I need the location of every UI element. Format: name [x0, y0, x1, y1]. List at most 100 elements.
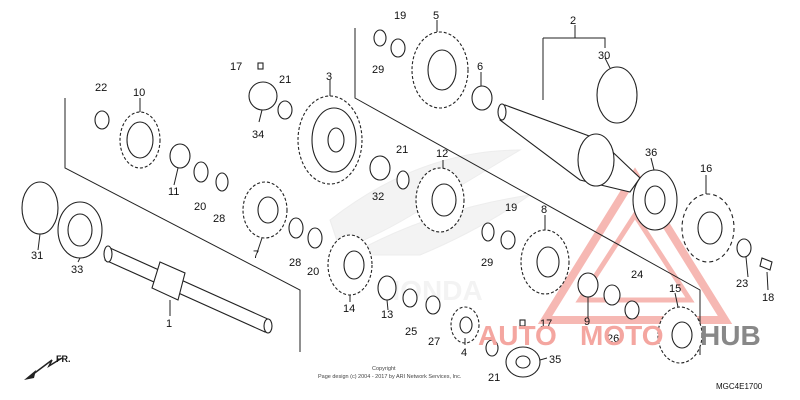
- gear-7: [242, 181, 288, 239]
- bushing-32: [369, 155, 391, 181]
- countershaft-part-1: [103, 245, 273, 334]
- callout-34: 34: [252, 129, 264, 141]
- callout-36: 36: [645, 147, 657, 159]
- leader-lines: [37, 20, 769, 361]
- watermark-word-1: AUTO: [478, 320, 557, 351]
- part-2-bracket: [542, 37, 606, 100]
- callout-20a: 20: [194, 201, 206, 213]
- bearing-33: [57, 201, 103, 259]
- gear-16: [681, 193, 735, 263]
- gear-15: [657, 306, 703, 364]
- callout-26: 26: [607, 333, 619, 345]
- washer-22: [94, 110, 110, 130]
- snap-ring-31: [21, 181, 59, 235]
- callout-23: 23: [736, 278, 748, 290]
- callout-6: 6: [477, 61, 483, 73]
- clip-29a: [373, 29, 387, 47]
- callout-21c: 21: [488, 372, 500, 384]
- callout-15: 15: [669, 283, 681, 295]
- washer-20b: [307, 227, 323, 249]
- callout-1: 1: [166, 318, 172, 330]
- gear-10: [119, 111, 161, 169]
- washer-20a: [193, 161, 209, 183]
- callout-19b: 19: [505, 202, 517, 214]
- clip-29b: [481, 222, 495, 242]
- gear-8: [520, 229, 570, 295]
- callout-28a: 28: [213, 213, 225, 225]
- washer-19a: [390, 38, 406, 58]
- callout-17b: 17: [540, 318, 552, 330]
- washer-25: [402, 288, 418, 308]
- callout-27: 27: [428, 336, 440, 348]
- callout-20b: 20: [307, 266, 319, 278]
- watermark-word-3: HUB: [700, 320, 761, 351]
- callout-31: 31: [31, 250, 43, 262]
- bushing-9: [577, 272, 599, 298]
- gear-12: [415, 167, 465, 233]
- callout-24: 24: [631, 269, 643, 281]
- washer-19b: [500, 230, 516, 250]
- countershaft-bracket: [64, 98, 301, 352]
- callout-2: 2: [570, 15, 576, 27]
- callout-25: 25: [405, 326, 417, 338]
- front-label: FR.: [56, 354, 71, 364]
- bushing-34: [248, 81, 278, 111]
- callout-22: 22: [95, 82, 107, 94]
- callout-5: 5: [433, 10, 439, 22]
- washer-24: [603, 284, 621, 306]
- bushing-11: [169, 143, 191, 169]
- bearing-35: [505, 346, 541, 378]
- callout-4: 4: [461, 347, 467, 359]
- bushing-6: [471, 85, 493, 111]
- callout-16: 16: [700, 163, 712, 175]
- clip-28a: [215, 172, 229, 192]
- pin-17a: [257, 62, 264, 70]
- gear-5: [411, 31, 469, 109]
- copyright-line-1: Copyright: [372, 366, 396, 372]
- callout-29a: 29: [372, 64, 384, 76]
- callout-33: 33: [71, 264, 83, 276]
- callout-10: 10: [133, 87, 145, 99]
- washer-21c: [485, 339, 499, 357]
- callout-35: 35: [549, 354, 561, 366]
- callout-11: 11: [168, 186, 179, 198]
- copyright-line-2: Page design (c) 2004 - 2017 by ARI Netwo…: [318, 374, 462, 380]
- pin-17b: [519, 319, 526, 327]
- callout-8: 8: [541, 204, 547, 216]
- callout-3: 3: [326, 71, 332, 83]
- watermark-triangle: [537, 167, 733, 324]
- callout-13: 13: [381, 309, 393, 321]
- callout-18: 18: [762, 292, 774, 304]
- gear-3: [297, 95, 363, 185]
- washer-23: [736, 238, 752, 258]
- callout-7: 7: [253, 249, 259, 261]
- callout-21b: 21: [396, 144, 408, 156]
- bolt-18: [759, 257, 773, 271]
- callout-labels: 1 2 3 4 5 6 7 8 9 10 11 12 13 14 15 16 1…: [31, 10, 774, 384]
- mainshaft-bracket: [354, 28, 701, 355]
- callout-19a: 19: [394, 10, 406, 22]
- callout-29b: 29: [481, 257, 493, 269]
- gear-14: [327, 234, 373, 296]
- snap-ring-30: [596, 66, 638, 124]
- callout-28b: 28: [289, 257, 301, 269]
- watermark-text: AUTO MOTO HUB: [478, 320, 761, 351]
- washer-21b: [396, 170, 410, 190]
- washer-26: [624, 300, 640, 320]
- gear-4: [450, 306, 480, 344]
- watermark-word-2: MOTO: [580, 320, 663, 351]
- diagram-code: MGC4E1700: [716, 382, 763, 391]
- bushing-13: [377, 275, 397, 301]
- callout-9: 9: [584, 316, 590, 328]
- callout-30: 30: [598, 50, 610, 62]
- mainshaft-part-2: [497, 103, 641, 193]
- callout-17a: 17: [230, 61, 242, 73]
- callout-12: 12: [436, 148, 448, 160]
- callout-21a: 21: [279, 74, 291, 86]
- clip-28b: [288, 217, 304, 239]
- washer-27: [425, 295, 441, 315]
- washer-21a: [277, 100, 293, 120]
- front-direction-arrow: FR.: [24, 354, 71, 380]
